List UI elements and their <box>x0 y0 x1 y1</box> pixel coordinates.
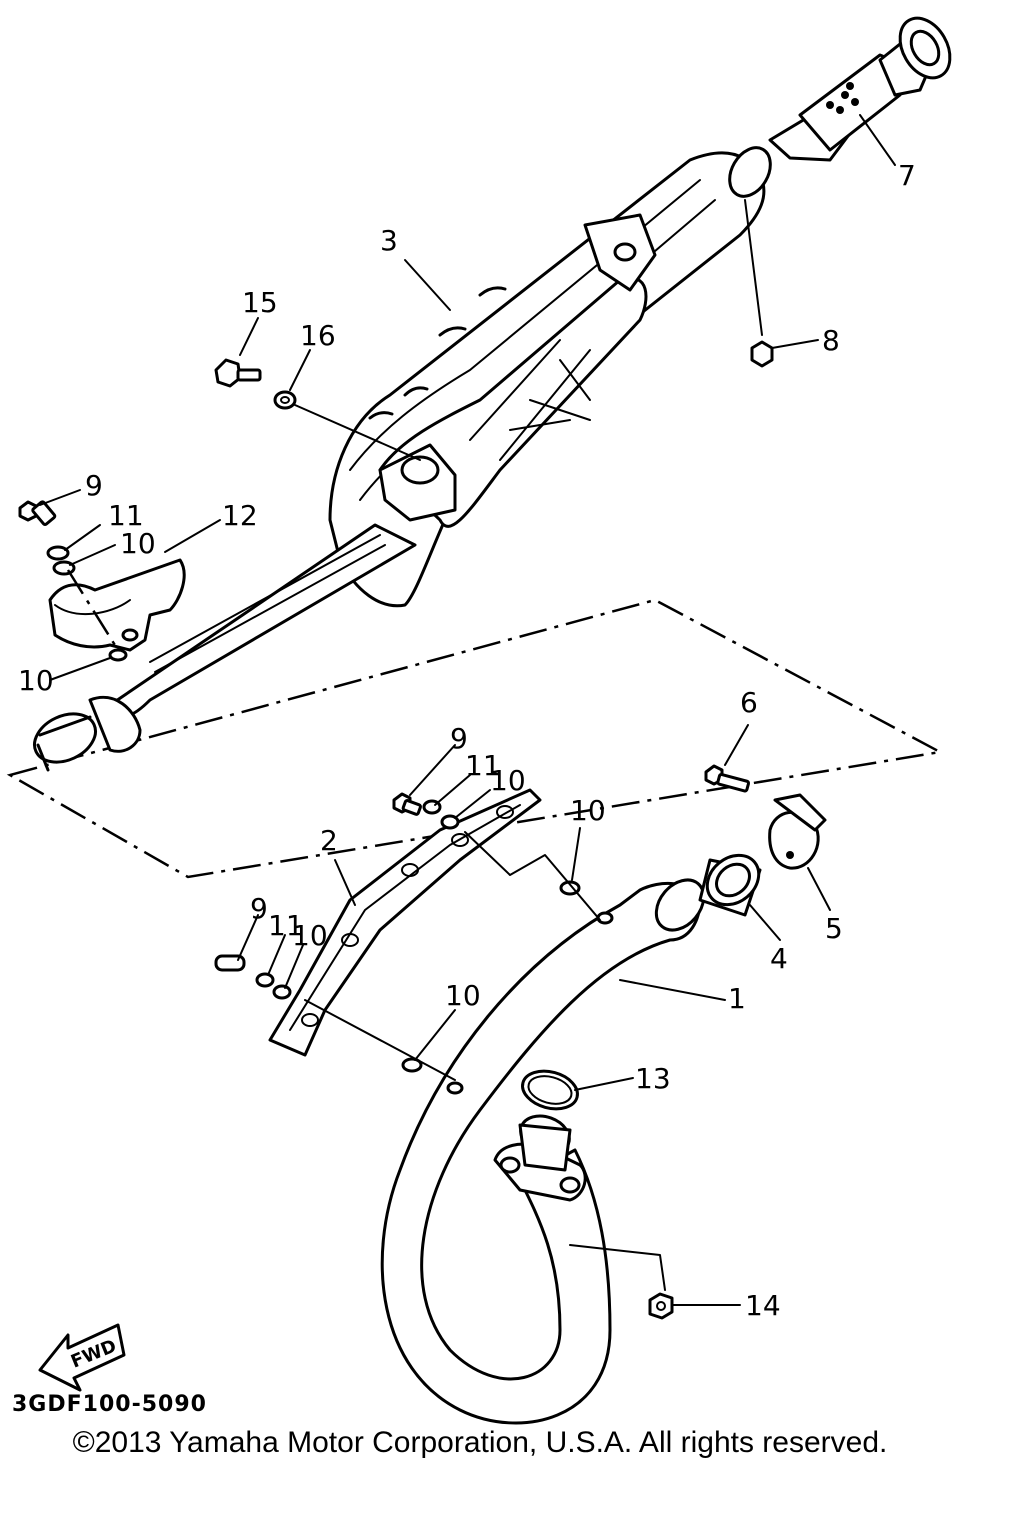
washer-part-11-upper <box>46 545 70 561</box>
part-code: 3GDF100-5090 <box>12 1392 207 1417</box>
washer-part-10-bottom <box>401 1057 423 1073</box>
callout-15: 15 <box>242 286 278 319</box>
callout-13: 13 <box>635 1062 671 1095</box>
washer-part-11-lower <box>255 972 275 988</box>
callout-16: 16 <box>300 319 336 352</box>
bolt-part-9-upper <box>18 500 57 527</box>
gasket-part-4 <box>698 853 762 917</box>
protector-part-12 <box>48 558 186 652</box>
callout-10-right: 10 <box>570 794 606 827</box>
leader-lines <box>39 114 896 1306</box>
callout-9-mid: 9 <box>450 722 468 755</box>
callout-5: 5 <box>825 912 843 945</box>
gasket-part-13 <box>521 1069 579 1111</box>
spark-arrester-part-7 <box>768 16 952 162</box>
bolt-part-6 <box>704 764 751 793</box>
callout-2: 2 <box>320 824 338 857</box>
callout-11-upper: 11 <box>108 499 144 532</box>
assembly-outline <box>6 598 944 879</box>
callout-10-bottom: 10 <box>445 979 481 1012</box>
washer-part-16 <box>273 390 297 410</box>
bolt-part-9-mid <box>392 792 422 816</box>
copyright-notice: ©2013 Yamaha Motor Corporation, U.S.A. A… <box>72 1426 888 1459</box>
callout-14: 14 <box>745 1289 781 1322</box>
muffler-part-3 <box>33 146 772 772</box>
callout-4: 4 <box>770 942 788 975</box>
clamp-part-5 <box>768 793 827 870</box>
callout-9-upper: 9 <box>85 469 103 502</box>
fwd-arrow-icon: FWD <box>38 1323 126 1392</box>
callout-3: 3 <box>380 224 398 257</box>
callout-1: 1 <box>728 982 746 1015</box>
bolt-part-8 <box>750 340 774 368</box>
nut-part-14 <box>648 1292 674 1320</box>
callout-11-mid: 11 <box>465 749 501 782</box>
callout-11-lower: 11 <box>268 909 304 942</box>
callout-7: 7 <box>898 159 916 192</box>
exhaust-pipe-part-1 <box>380 878 706 1425</box>
protector-part-2 <box>268 788 542 1057</box>
washer-part-10-lower <box>272 984 292 1000</box>
callout-10-mid: 10 <box>490 764 526 797</box>
bolt-part-15 <box>214 358 262 388</box>
callout-9-lower: 9 <box>250 892 268 925</box>
callout-10-upper: 10 <box>120 527 156 560</box>
washer-part-10-lower-left <box>108 648 128 662</box>
washer-part-10-mid <box>440 814 460 830</box>
callout-8: 8 <box>822 324 840 357</box>
callout-6: 6 <box>740 686 758 719</box>
bolt-part-9-lower <box>214 954 246 972</box>
callout-10-lower: 10 <box>292 919 328 952</box>
callout-12: 12 <box>222 499 258 532</box>
callout-10-left: 10 <box>18 664 54 697</box>
